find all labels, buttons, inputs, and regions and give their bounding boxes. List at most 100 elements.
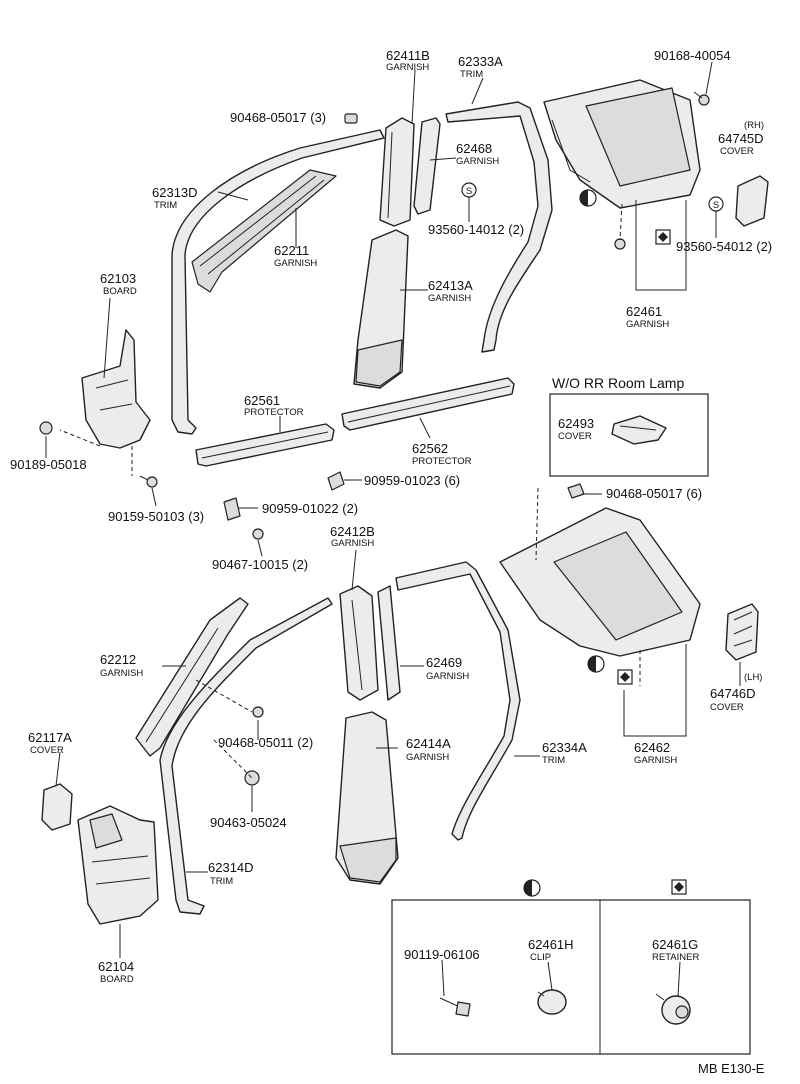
trim-62334a	[395, 561, 521, 841]
screw-90467-10015	[252, 528, 264, 540]
trim-62314d	[159, 597, 333, 915]
label-62314d-num: 62314D	[208, 860, 254, 875]
screw-90189-05018	[39, 421, 53, 435]
garnish-62211	[191, 169, 337, 293]
label-62333a-num: 62333A	[458, 54, 503, 69]
label-90959a-num: 90959-01023 (6)	[364, 473, 460, 488]
garnish-62468	[413, 117, 441, 215]
s-mark-2	[708, 196, 724, 212]
fastener-legend-box	[391, 899, 751, 1055]
label-62103-num: 62103	[100, 271, 136, 286]
label-62411b-name: GARNISH	[386, 62, 429, 73]
label-62411b-num: 62411B	[386, 48, 430, 63]
label-64746d-num: 64746D	[710, 686, 756, 701]
screw-90168-40054	[693, 91, 710, 106]
label-62562-num: 62562	[412, 441, 448, 456]
label-62334a-num: 62334A	[542, 740, 587, 755]
label-62413a-num: 62413A	[428, 278, 473, 293]
label-62493-name: COVER	[558, 431, 592, 442]
label-62117a-num: 62117A	[28, 730, 72, 745]
s-mark-label-2: S	[713, 200, 719, 211]
cover-64746d	[725, 603, 759, 661]
screw-90159-50103	[139, 475, 158, 488]
label-90468c-num: 90468-05011 (2)	[218, 735, 313, 750]
garnish-62411b	[379, 117, 415, 227]
clip-90959-01022	[223, 497, 241, 521]
half-circle-clip-symbol-upper	[579, 189, 597, 207]
label-62333a-name: TRIM	[460, 69, 483, 80]
trim-62313d	[171, 129, 385, 435]
label-62461g-name: RETAINER	[652, 952, 699, 963]
label-90463-num: 90463-05024	[210, 815, 287, 830]
garnish-62412b	[339, 585, 379, 701]
label-90468b-num: 90468-05017 (6)	[606, 486, 702, 501]
label-64745d-name: COVER	[720, 146, 754, 157]
label-62104-num: 62104	[98, 959, 134, 974]
label-90159-num: 90159-50103 (3)	[108, 509, 204, 524]
screw-lower-garnish-62461	[614, 238, 626, 250]
label-62412b-num: 62412B	[330, 524, 375, 539]
half-circle-clip-symbol-lower	[587, 655, 605, 673]
label-62462-name: GARNISH	[634, 755, 677, 766]
label-62461-name: GARNISH	[626, 319, 669, 330]
label-90168-num: 90168-40054	[654, 48, 731, 63]
inset-title: W/O RR Room Lamp	[552, 375, 684, 391]
clip-90468-05011	[252, 706, 264, 718]
s-mark-label-1: S	[466, 186, 472, 197]
label-62313d-name: TRIM	[154, 200, 177, 211]
cover-62117a	[41, 783, 73, 831]
label-62314d-name: TRIM	[210, 876, 233, 887]
label-62461h-name: CLIP	[530, 952, 551, 963]
label-62334a-name: TRIM	[542, 755, 565, 766]
label-93560a-num: 93560-14012 (2)	[428, 222, 524, 237]
label-62211-num: 62211	[274, 243, 309, 258]
label-62462-num: 62462	[634, 740, 670, 755]
s-mark-1	[461, 182, 477, 198]
clip-90468-05017	[344, 113, 358, 124]
garnish-62212	[135, 597, 249, 757]
label-90119-num: 90119-06106	[404, 947, 480, 962]
label-62212-num: 62212	[100, 652, 136, 667]
label-62414a-name: GARNISH	[406, 752, 449, 763]
label-90468a-num: 90468-05017 (3)	[230, 110, 326, 125]
label-90959b-num: 90959-01022 (2)	[262, 501, 358, 516]
label-62104-name: BOARD	[100, 974, 134, 985]
room-lamp-inset-box	[549, 393, 709, 477]
label-62211-name: GARNISH	[274, 258, 317, 269]
retainer-62461g	[655, 993, 691, 1025]
board-62104	[77, 805, 159, 925]
label-62414a-num: 62414A	[406, 736, 451, 751]
label-64745d-num: 64745D	[718, 131, 764, 146]
label-62561-num: 62561	[244, 393, 280, 408]
label-rh: (RH)	[744, 120, 764, 131]
clip-90463-05024	[244, 770, 260, 786]
label-62469-num: 62469	[426, 655, 462, 670]
label-62412b-name: GARNISH	[331, 538, 374, 549]
label-62468-name: GARNISH	[456, 156, 499, 167]
label-62117a-name: COVER	[30, 745, 64, 756]
cover-64745d	[735, 175, 769, 227]
label-62493-num: 62493	[558, 416, 594, 431]
label-62103-name: BOARD	[103, 286, 137, 297]
label-90189-num: 90189-05018	[10, 457, 87, 472]
cover-62493	[611, 415, 667, 445]
clip-90468-05017-lower	[567, 483, 585, 499]
diamond-retainer-symbol-lower	[617, 669, 633, 685]
label-90467-num: 90467-10015 (2)	[212, 557, 308, 572]
clip-62461h	[537, 989, 567, 1015]
label-lh: (LH)	[744, 672, 762, 683]
diamond-retainer-symbol-upper	[655, 229, 671, 245]
label-62468-num: 62468	[456, 141, 492, 156]
label-62212-name: GARNISH	[100, 668, 143, 679]
board-62103	[81, 329, 151, 449]
half-circle-clip-symbol-legend	[523, 879, 541, 897]
label-62413a-name: GARNISH	[428, 293, 471, 304]
diamond-retainer-symbol-legend	[671, 879, 687, 895]
label-62461h-num: 62461H	[528, 937, 574, 952]
label-62313d-num: 62313D	[152, 185, 198, 200]
label-62461-num: 62461	[626, 304, 662, 319]
label-93560b-num: 93560-54012 (2)	[676, 239, 772, 254]
label-62469-name: GARNISH	[426, 671, 469, 682]
label-62561-name: PROTECTOR	[244, 407, 304, 418]
